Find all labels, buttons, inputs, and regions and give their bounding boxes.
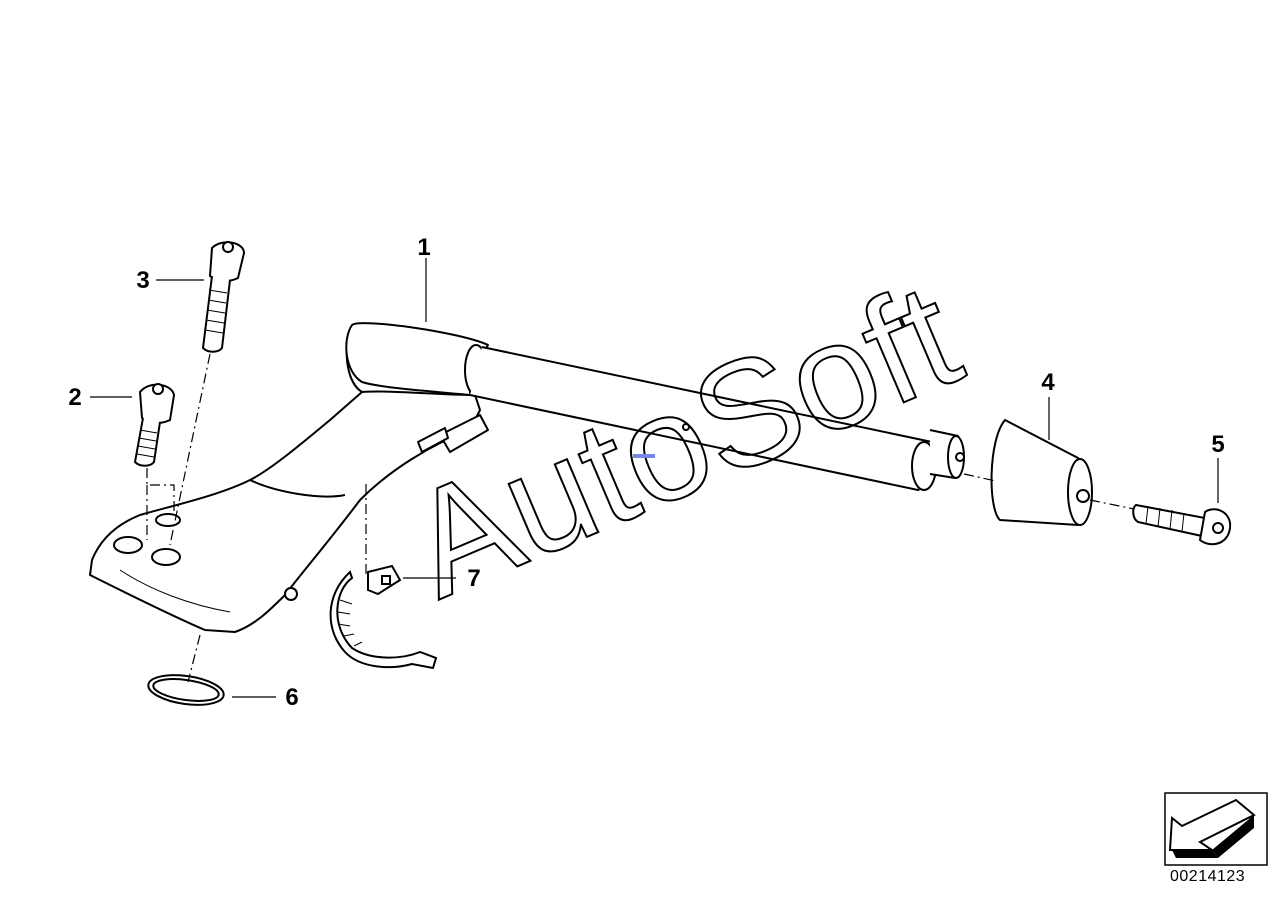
blue-mark (633, 454, 655, 458)
part-5-screw[interactable] (1132, 503, 1232, 546)
callout-7: 7 (467, 565, 480, 592)
leader-lines (90, 258, 1219, 698)
part-2-screw[interactable] (133, 383, 176, 467)
part-4-bar-end-weight[interactable] (990, 418, 1093, 527)
callout-3: 3 (136, 267, 149, 294)
callout-4: 4 (1041, 369, 1055, 396)
part-number: 00214123 (1170, 868, 1246, 885)
callout-6: 6 (285, 684, 298, 711)
callout-5: 5 (1211, 431, 1224, 458)
part-7-cable-tie[interactable] (329, 564, 438, 670)
callout-1: 1 (417, 234, 430, 261)
part-1-handlebar[interactable] (89, 322, 965, 633)
direction-arrow-icon (1164, 792, 1268, 866)
part-3-screw[interactable] (201, 241, 246, 353)
part-6-o-ring[interactable] (146, 671, 225, 709)
callout-2: 2 (68, 384, 81, 411)
